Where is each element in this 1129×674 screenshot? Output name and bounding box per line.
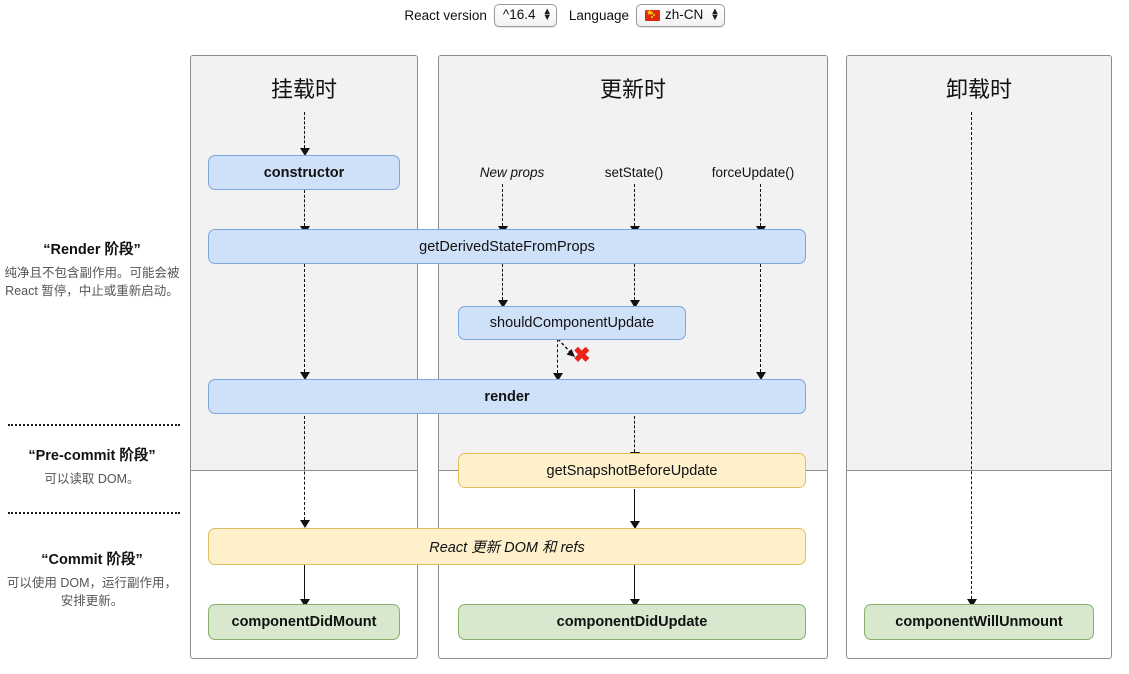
toolbar: React version ^16.4 ▲▼ Language zh-CN ▲▼	[0, 0, 1129, 30]
china-flag-icon	[644, 7, 660, 21]
phase-divider-top	[8, 424, 180, 426]
phase-commit-desc: 可以使用 DOM，运行副作用，安排更新。	[6, 576, 178, 609]
phase-commit: “Commit 阶段” 可以使用 DOM，运行副作用，安排更新。	[4, 548, 180, 610]
phase-divider-bottom	[8, 512, 180, 514]
phase-pre-commit-desc: 可以读取 DOM。	[44, 472, 140, 486]
react-version-value: ^16.4	[502, 7, 536, 23]
column-mounting-title: 挂载时	[270, 77, 337, 102]
node-render[interactable]: render	[208, 379, 806, 414]
react-version-label: React version	[404, 7, 487, 23]
phase-render: “Render 阶段” 纯净且不包含副作用。可能会被 React 暂停，中止或重…	[4, 238, 180, 300]
stepper-arrows-icon: ▲▼	[710, 6, 720, 23]
language-value: zh-CN	[664, 7, 704, 23]
phase-pre-commit: “Pre-commit 阶段” 可以读取 DOM。	[4, 444, 180, 488]
trigger-force-update: forceUpdate()	[711, 165, 795, 180]
node-should-component-update[interactable]: shouldComponentUpdate	[458, 306, 686, 340]
phase-pre-commit-title: “Pre-commit 阶段”	[28, 448, 156, 464]
skip-render-x-icon: ✖	[573, 344, 591, 367]
node-component-will-unmount[interactable]: componentWillUnmount	[864, 604, 1094, 640]
arrow-scu-skip-render	[557, 338, 575, 357]
language-select[interactable]: zh-CN ▲▼	[635, 3, 725, 27]
node-component-did-update[interactable]: componentDidUpdate	[458, 604, 806, 640]
phase-render-title: “Render 阶段”	[43, 242, 141, 258]
node-react-updates-dom[interactable]: React 更新 DOM 和 refs	[208, 528, 806, 565]
language-control: Language zh-CN ▲▼	[568, 3, 725, 27]
column-updating-title: 更新时	[599, 77, 666, 102]
column-unmounting-title: 卸载时	[945, 77, 1012, 102]
node-constructor[interactable]: constructor	[208, 155, 400, 190]
column-unmounting: 卸载时	[846, 55, 1112, 659]
phase-render-desc: 纯净且不包含副作用。可能会被 React 暂停，中止或重新启动。	[4, 266, 180, 299]
language-label: Language	[568, 7, 629, 23]
column-unmounting-render-band	[847, 56, 1111, 471]
node-get-snapshot-before-update[interactable]: getSnapshotBeforeUpdate	[458, 453, 806, 488]
trigger-set-state: setState()	[604, 165, 664, 180]
trigger-new-props: New props	[479, 165, 545, 180]
node-get-derived-state-from-props[interactable]: getDerivedStateFromProps	[208, 229, 806, 264]
column-updating: 更新时	[438, 55, 828, 659]
node-component-did-mount[interactable]: componentDidMount	[208, 604, 400, 640]
react-version-control: React version ^16.4 ▲▼	[404, 3, 557, 27]
react-version-select[interactable]: ^16.4 ▲▼	[493, 3, 557, 27]
phase-commit-title: “Commit 阶段”	[41, 552, 143, 568]
stepper-arrows-icon: ▲▼	[542, 6, 552, 23]
